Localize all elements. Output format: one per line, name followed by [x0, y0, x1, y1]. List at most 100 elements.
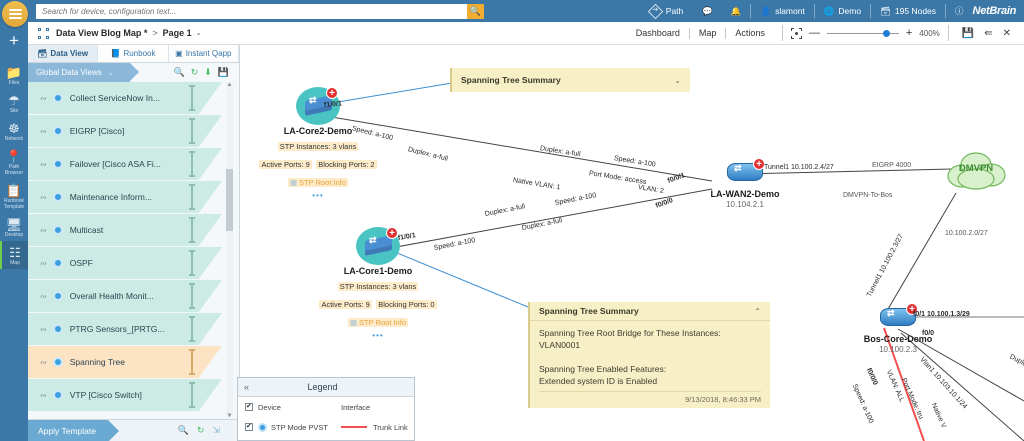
tab-instant-qapp[interactable]: ▣ Instant Qapp	[168, 45, 239, 62]
rail-item-runbook-template[interactable]: 📋 Runbook Template	[0, 179, 28, 213]
share-icon[interactable]: ⇚	[984, 27, 993, 39]
rail-item-files[interactable]: 📁 Files	[0, 61, 28, 89]
more-dots[interactable]: •••	[312, 191, 324, 200]
drag-handle[interactable]	[189, 349, 195, 375]
collapse-icon[interactable]: «	[244, 382, 250, 392]
wave-icon: ∾	[40, 258, 47, 268]
grid-icon[interactable]	[38, 27, 49, 39]
list-item-spanning-tree[interactable]: ∾ Spanning Tree	[28, 346, 233, 378]
data-view-list[interactable]: ∾ Collect ServiceNow In... ∾ EIGRP [Cisc…	[28, 82, 233, 419]
breadcrumb-page[interactable]: Page 1	[162, 28, 192, 38]
close-icon[interactable]: ✕	[1002, 27, 1011, 39]
dashboard-button[interactable]: Dashboard	[635, 28, 680, 38]
panel-scrollbar[interactable]: ▲ ▼	[226, 82, 233, 419]
tab-data-view[interactable]: 🗃 Data View	[28, 45, 99, 62]
stp-root-info-link[interactable]: ▦STP Root Info	[287, 178, 349, 187]
node-dmvpn-cloud[interactable]: DMVPN	[943, 150, 1009, 192]
checkbox-stp-mode[interactable]	[245, 422, 253, 431]
list-item[interactable]: ∾ EIGRP [Cisco]	[28, 115, 233, 147]
status-dot	[52, 390, 63, 400]
chevron-down-icon[interactable]: ⌄	[195, 30, 202, 37]
notifications-button[interactable]: 🔔	[722, 0, 751, 22]
zoom-slider[interactable]	[826, 28, 899, 39]
rail-item-site[interactable]: ☂ Site	[0, 89, 28, 117]
export-icon[interactable]: ⇲	[212, 425, 220, 435]
map-menu-button[interactable]: Map	[698, 28, 717, 38]
legend-device-item[interactable]: STP Mode PVST	[245, 422, 341, 432]
list-item[interactable]: ∾ OSPF	[28, 247, 233, 279]
refresh-icon[interactable]: ↻	[196, 425, 205, 435]
drag-handle[interactable]	[189, 118, 195, 144]
scroll-down-icon[interactable]: ▼	[226, 413, 233, 419]
list-item[interactable]: ∾ PTRG Sensors_[PRTG...	[28, 313, 233, 345]
list-item[interactable]: ∾ Maintenance Inform...	[28, 181, 233, 213]
save-icon[interactable]: 💾	[961, 27, 975, 39]
save-icon[interactable]: 💾	[217, 67, 229, 77]
rail-item-path-browser[interactable]: 📍 Path Browser	[0, 145, 28, 179]
more-dots[interactable]: •••	[372, 331, 384, 340]
tenant-menu[interactable]: 🌐 Demo	[815, 0, 870, 22]
expand-plus-badge[interactable]: +	[906, 303, 918, 315]
stp-root-info-link[interactable]: ▦STP Root Info	[347, 318, 409, 327]
zoom-in-button[interactable]: +	[905, 26, 913, 39]
expand-plus-badge[interactable]: +	[753, 158, 765, 170]
node-la-core1-demo[interactable]: ⇄ + LA-Core1-Demo STP Instances: 3 vlans…	[318, 227, 438, 340]
drag-handle[interactable]	[189, 151, 195, 177]
actions-button[interactable]: Actions	[735, 28, 765, 38]
fit-to-screen-icon[interactable]	[790, 27, 802, 39]
checkbox-device[interactable]	[245, 402, 253, 411]
legend-panel[interactable]: « Legend Device Interface STP Mode PVST …	[237, 377, 415, 441]
path-button[interactable]: Path	[640, 3, 694, 19]
list-item[interactable]: ∾ VTP [Cisco Switch]	[28, 379, 233, 411]
status-dot	[52, 258, 63, 268]
drag-handle[interactable]	[189, 283, 195, 309]
search-input[interactable]	[36, 6, 467, 16]
rail-item-map[interactable]: ☷ Map	[0, 241, 28, 269]
expand-plus-badge[interactable]: +	[326, 87, 338, 99]
expand-plus-badge[interactable]: +	[386, 227, 398, 239]
hamburger-icon[interactable]	[2, 1, 28, 27]
list-item[interactable]: ∾ Overall Health Monit...	[28, 280, 233, 312]
help-button[interactable]: ⓘ	[946, 0, 973, 22]
list-item[interactable]: ∾ Failover [Cisco ASA Fi...	[28, 148, 233, 180]
drag-handle[interactable]	[189, 250, 195, 276]
spanning-tree-summary-bar[interactable]: Spanning Tree Summary ⌄	[450, 68, 690, 92]
rail-item-desktop[interactable]: 🖥 Desktop	[0, 213, 28, 241]
menu-button[interactable]	[0, 0, 28, 27]
search-icon[interactable]: 🔍	[467, 3, 484, 19]
tab-runbook[interactable]: 📘 Runbook	[98, 45, 169, 62]
chevron-down-icon[interactable]: ⌄	[107, 70, 114, 77]
zoom-slider-knob[interactable]	[882, 29, 890, 37]
zoom-out-button[interactable]: —	[808, 26, 820, 39]
drag-handle[interactable]	[189, 316, 195, 342]
apply-template-button[interactable]: Apply Template	[28, 419, 119, 441]
import-icon[interactable]: ⬇	[204, 67, 212, 77]
global-data-views-selector[interactable]: Global Data Views ⌄	[28, 63, 139, 82]
list-item[interactable]: ∾ Multicast	[28, 214, 233, 246]
chevron-down-icon[interactable]: ⌄	[674, 75, 681, 85]
summary-line	[539, 351, 761, 363]
node-bos-core-demo[interactable]: ⇄ + Bos-Core-Demo 10.100.2.3	[848, 303, 948, 354]
map-canvas[interactable]: ⇄ + LA-Core2-Demo STP Instances: 3 vlans…	[240, 45, 1024, 441]
nodes-counter[interactable]: 🗃 195 Nodes	[871, 0, 945, 22]
search-box[interactable]: 🔍	[36, 3, 484, 19]
drag-handle[interactable]	[189, 85, 195, 111]
drag-handle[interactable]	[189, 184, 195, 210]
node-la-core2-demo[interactable]: ⇄ + LA-Core2-Demo STP Instances: 3 vlans…	[258, 87, 378, 200]
scroll-up-icon[interactable]: ▲	[226, 82, 233, 88]
drag-handle[interactable]	[189, 382, 195, 408]
drag-handle[interactable]	[189, 217, 195, 243]
search-icon[interactable]: 🔍	[173, 67, 185, 77]
refresh-icon[interactable]: ↻	[190, 67, 199, 77]
list-item[interactable]: ∾ Collect ServiceNow In...	[28, 82, 233, 114]
chevron-up-icon[interactable]: ⌃	[754, 306, 761, 316]
search-icon[interactable]: 🔍	[177, 425, 189, 435]
spanning-tree-summary-panel[interactable]: Spanning Tree Summary ⌃ Spanning Tree Ro…	[528, 302, 770, 408]
add-button[interactable]: +	[9, 31, 19, 50]
user-menu[interactable]: 👤 slamont	[751, 0, 813, 22]
chat-button[interactable]: 💬	[693, 0, 722, 22]
rail-item-network[interactable]: ☸ Network	[0, 117, 28, 145]
node-la-wan2-demo[interactable]: ⇄ + LA-WAN2-Demo 10.104.2.1	[690, 158, 800, 209]
breadcrumb-map-name[interactable]: Data View Blog Map *	[56, 28, 148, 38]
scrollbar-thumb[interactable]	[226, 169, 233, 231]
